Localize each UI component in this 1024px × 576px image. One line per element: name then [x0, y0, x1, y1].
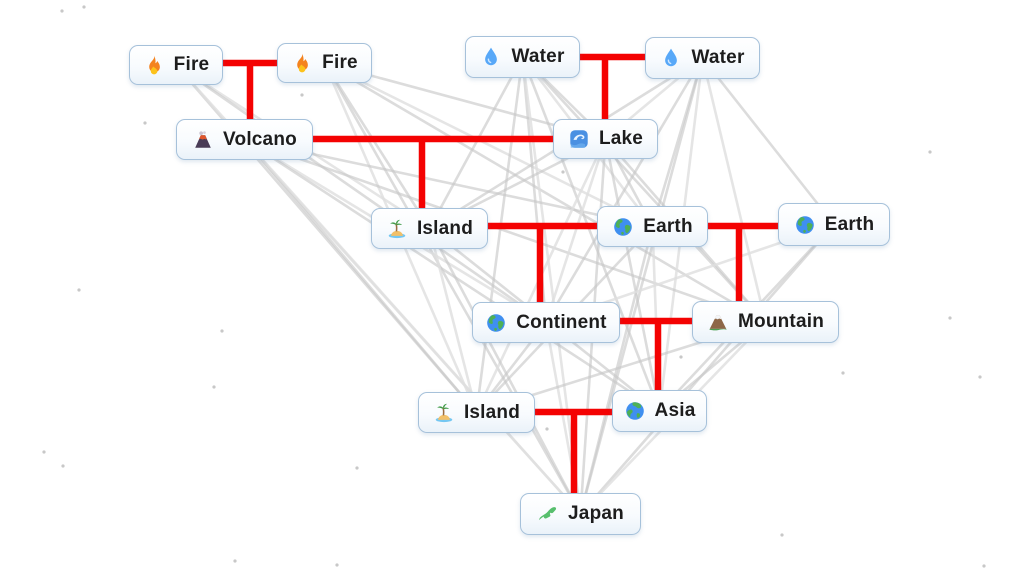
ancestry-link: [701, 57, 836, 226]
craft-node-label: Fire: [322, 52, 358, 73]
craft-node-label: Mountain: [737, 311, 825, 332]
dust-speck: [220, 329, 224, 333]
dust-speck: [545, 427, 549, 431]
japan-icon: [537, 503, 559, 525]
craft-node-label: Volcano: [223, 128, 297, 150]
dust-speck: [978, 375, 982, 379]
ancestry-link: [175, 63, 547, 324]
craft-node-water-2[interactable]: Water: [645, 37, 760, 79]
island-icon: [433, 402, 455, 424]
ancestry-link: [521, 56, 767, 323]
dust-speck: [355, 466, 359, 470]
ancestry-link: [428, 228, 478, 413]
craft-node-volcano[interactable]: Volcano: [176, 119, 313, 160]
mountain-icon: [707, 311, 729, 333]
ancestry-link: [244, 138, 653, 228]
dust-speck: [561, 170, 565, 174]
globe-icon: [612, 216, 634, 238]
craft-node-label: Water: [691, 47, 745, 68]
ancestry-link: [244, 138, 766, 324]
craft-node-label: Island: [416, 217, 474, 239]
craft-node-label: Lake: [598, 128, 644, 149]
craft-node-water-1[interactable]: Water: [465, 36, 580, 78]
craft-node-label: Continent: [516, 311, 607, 333]
fire-icon: [143, 54, 165, 76]
craft-node-label: Fire: [173, 54, 210, 75]
craft-node-earth-1[interactable]: Earth: [597, 206, 708, 247]
ancestry-link: [428, 56, 524, 230]
craft-node-label: Island: [463, 401, 521, 423]
dust-speck: [82, 5, 86, 9]
craft-node-asia[interactable]: Asia: [612, 390, 707, 432]
dust-speck: [841, 371, 845, 375]
dust-speck: [928, 150, 932, 154]
dust-speck: [77, 288, 81, 292]
ancestry-link: [428, 227, 582, 515]
ancestry-link: [701, 57, 767, 323]
ancestry-link: [323, 61, 767, 324]
craft-node-label: Earth: [824, 213, 875, 235]
ancestry-link: [544, 138, 607, 323]
globe-icon: [485, 312, 507, 334]
fire-icon: [291, 52, 313, 74]
dust-speck: [679, 355, 683, 359]
dust-speck: [143, 121, 147, 125]
dust-speck: [233, 559, 237, 563]
dust-speck: [61, 464, 65, 468]
ancestry-link: [521, 56, 661, 412]
ancestry-link: [475, 56, 524, 413]
dust-speck: [212, 385, 216, 389]
dust-speck: [780, 533, 784, 537]
wave-icon: [568, 128, 590, 150]
craft-node-island-1[interactable]: Island: [371, 208, 488, 249]
ancestry-link: [323, 61, 654, 228]
ancestry-link: [544, 57, 704, 324]
volcano-icon: [192, 129, 214, 151]
dust-speck: [300, 93, 304, 97]
craft-node-fire-2[interactable]: Fire: [277, 43, 372, 83]
globe-icon: [794, 214, 816, 236]
ancestry-link: [243, 138, 582, 515]
ancestry-link: [604, 138, 661, 412]
dust-speck: [982, 564, 986, 568]
globe-asia-icon: [624, 400, 646, 422]
water-icon: [480, 46, 502, 68]
craft-node-japan[interactable]: Japan: [520, 493, 641, 535]
craft-node-continent[interactable]: Continent: [472, 302, 620, 343]
craft-node-label: Earth: [643, 215, 693, 237]
island-icon: [386, 218, 408, 240]
dust-speck: [335, 563, 339, 567]
craft-node-label: Water: [511, 46, 565, 67]
ancestry-link: [323, 62, 431, 230]
craft-node-label: Asia: [654, 400, 696, 421]
craft-node-fire-1[interactable]: Fire: [129, 45, 223, 85]
craft-node-label: Japan: [568, 503, 624, 524]
ancestry-link: [579, 226, 654, 515]
ancestry-link: [243, 138, 478, 414]
dust-speck: [60, 9, 64, 13]
craft-node-island-2[interactable]: Island: [418, 392, 535, 433]
water-icon: [660, 47, 682, 69]
craft-node-mountain[interactable]: Mountain: [692, 301, 839, 343]
dust-speck: [42, 450, 46, 454]
dust-speck: [948, 316, 952, 320]
craft-node-earth-2[interactable]: Earth: [778, 203, 890, 246]
craft-node-lake[interactable]: Lake: [553, 119, 658, 159]
